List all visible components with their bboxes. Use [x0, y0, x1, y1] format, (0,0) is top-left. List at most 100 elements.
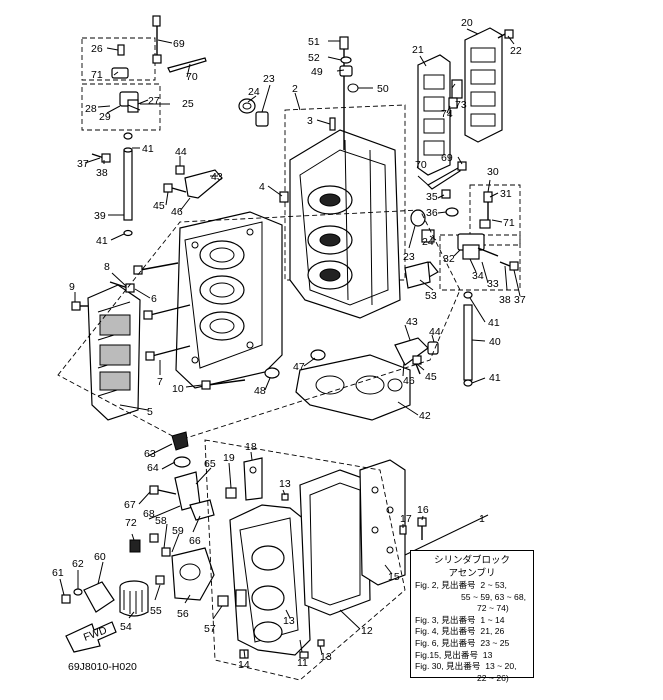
- callout-70b: 70: [415, 159, 427, 171]
- callout-60: 60: [94, 551, 106, 563]
- callout-41b: 41: [96, 235, 108, 247]
- callout-8: 8: [104, 261, 110, 273]
- callout-19: 19: [223, 452, 235, 464]
- callout-65: 65: [204, 458, 216, 470]
- callout-13b: 13: [279, 478, 291, 490]
- callout-63: 63: [144, 448, 156, 460]
- callout-58: 58: [155, 515, 167, 527]
- head-bolts: [71, 262, 246, 390]
- callout-43b: 43: [406, 316, 418, 328]
- exhaust-cover-outer-20: [464, 27, 514, 143]
- bracket-lower-43-46: [394, 337, 439, 375]
- oil-fitting-63-68: [149, 431, 215, 521]
- callout-74: 74: [441, 108, 453, 120]
- callout-56: 56: [177, 608, 189, 620]
- callout-49: 49: [311, 66, 323, 78]
- dashed-group-boundary-lower: [204, 439, 406, 681]
- legend-line-3: 72 ~ 74): [477, 603, 509, 614]
- callout-52: 52: [308, 52, 320, 64]
- callout-25: 25: [182, 98, 194, 110]
- o-rings-47-48: [264, 349, 326, 379]
- forward-direction-arrow: FWD: [65, 621, 117, 653]
- oil-filter: [61, 580, 149, 617]
- callout-30: 30: [487, 166, 499, 178]
- legend-box: シリンダブロック アセンブリ Fig. 2, 見出番号 2 ~ 53, 55 ~…: [410, 550, 534, 683]
- callout-9: 9: [69, 281, 75, 293]
- callout-18: 18: [245, 441, 257, 453]
- crankcase-cover-gasket: [299, 459, 406, 616]
- callout-44b: 44: [429, 326, 441, 338]
- exhaust-cover-inner-21: [417, 54, 451, 176]
- callout-24b: 24: [422, 236, 434, 248]
- pipe-assembly-right: [427, 161, 519, 387]
- cylinder-head: [175, 211, 283, 389]
- callout-38b: 38: [499, 294, 511, 306]
- callout-22: 22: [510, 45, 522, 57]
- callout-37b: 37: [514, 294, 526, 306]
- callout-41d: 41: [489, 372, 501, 384]
- callout-1: 1: [479, 513, 485, 525]
- callout-62: 62: [72, 558, 84, 570]
- anode-73-74: [448, 79, 463, 109]
- callout-17: 17: [400, 513, 412, 525]
- dashed-group-box-right: [439, 184, 521, 291]
- callout-45b: 45: [425, 371, 437, 383]
- callout-51: 51: [308, 36, 320, 48]
- callout-70a: 70: [186, 71, 198, 83]
- callout-72: 72: [125, 517, 137, 529]
- legend-line-2: 55 ~ 59, 63 ~ 68,: [461, 591, 526, 602]
- cylinder-head-cover: [87, 284, 141, 421]
- callout-16: 16: [417, 504, 429, 516]
- callout-69b: 69: [441, 152, 453, 164]
- cover-plate-53: [404, 261, 431, 289]
- callout-38a: 38: [96, 167, 108, 179]
- callout-4: 4: [259, 181, 265, 193]
- bracket-18-19: [225, 457, 263, 501]
- callout-3: 3: [307, 115, 313, 127]
- callout-71b: 71: [503, 217, 515, 229]
- legend-line-1: Fig. 2, 見出番号 2 ~ 53,: [415, 580, 507, 590]
- callout-21: 21: [412, 44, 424, 56]
- legend-line-9: 22 ~ 26): [477, 672, 509, 683]
- legend-line-8: Fig. 30, 見出番号 13 ~ 20,: [415, 661, 517, 672]
- callout-66: 66: [189, 535, 201, 547]
- callout-14: 14: [238, 659, 250, 671]
- callout-48: 48: [254, 385, 266, 397]
- pipe-assembly-upper-left: [91, 44, 141, 237]
- callout-39: 39: [94, 210, 106, 222]
- callout-41c: 41: [488, 317, 500, 329]
- callout-61: 61: [52, 567, 64, 579]
- callout-20: 20: [461, 17, 473, 29]
- callout-34: 34: [472, 270, 484, 282]
- legend-line-6: Fig. 6, 見出番号 23 ~ 25: [415, 637, 510, 648]
- legend-line-5: Fig. 4, 見出番号 21, 26: [415, 626, 505, 637]
- callout-2: 2: [292, 83, 298, 95]
- callout-69a: 69: [173, 38, 185, 50]
- callout-10: 10: [172, 383, 184, 395]
- cylinder-block: [279, 104, 406, 319]
- leader-lines: [59, 28, 521, 659]
- callout-42: 42: [419, 410, 431, 422]
- callout-labels: 1 2 3 4 5 6 7 8 9 10 11 12 13 13 13 14 1…: [52, 17, 526, 671]
- callout-54: 54: [120, 621, 132, 633]
- gasket-42: [295, 354, 411, 421]
- callout-13a: 13: [320, 651, 332, 663]
- callout-7: 7: [157, 376, 163, 388]
- dashed-group-box-upper-left: [81, 37, 161, 131]
- callout-37a: 37: [77, 158, 89, 170]
- callout-71a: 71: [91, 69, 103, 81]
- callout-29: 29: [99, 111, 111, 123]
- callout-12: 12: [361, 625, 373, 637]
- callout-33: 33: [487, 278, 499, 290]
- callout-5: 5: [147, 406, 153, 418]
- crankcase: [229, 504, 311, 656]
- legend-line-7: Fig.15, 見出番号 13: [415, 649, 493, 660]
- callout-35: 35: [426, 191, 438, 203]
- legend-line-4: Fig. 3, 見出番号 1 ~ 14: [415, 614, 505, 625]
- callout-23b: 23: [403, 251, 415, 263]
- callout-11: 11: [297, 657, 308, 669]
- callout-45a: 45: [153, 200, 165, 212]
- callout-6: 6: [151, 293, 157, 305]
- callout-36: 36: [426, 207, 438, 219]
